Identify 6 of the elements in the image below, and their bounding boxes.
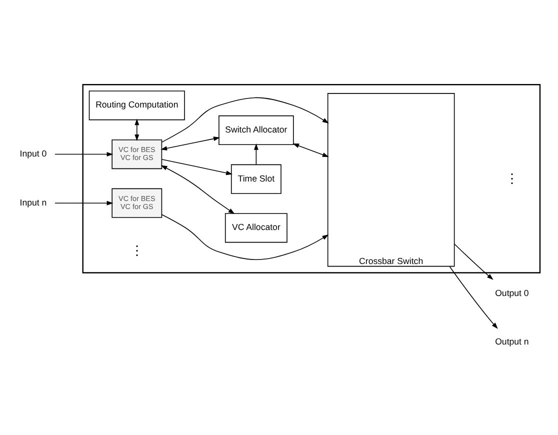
node-text: Output n — [495, 336, 529, 347]
node-text: Input n — [20, 197, 47, 208]
node-text: Output 0 — [495, 288, 529, 298]
node-text: Input 0 — [20, 148, 47, 158]
label: ⋮ — [505, 170, 518, 186]
label: ⋮ — [130, 242, 144, 258]
